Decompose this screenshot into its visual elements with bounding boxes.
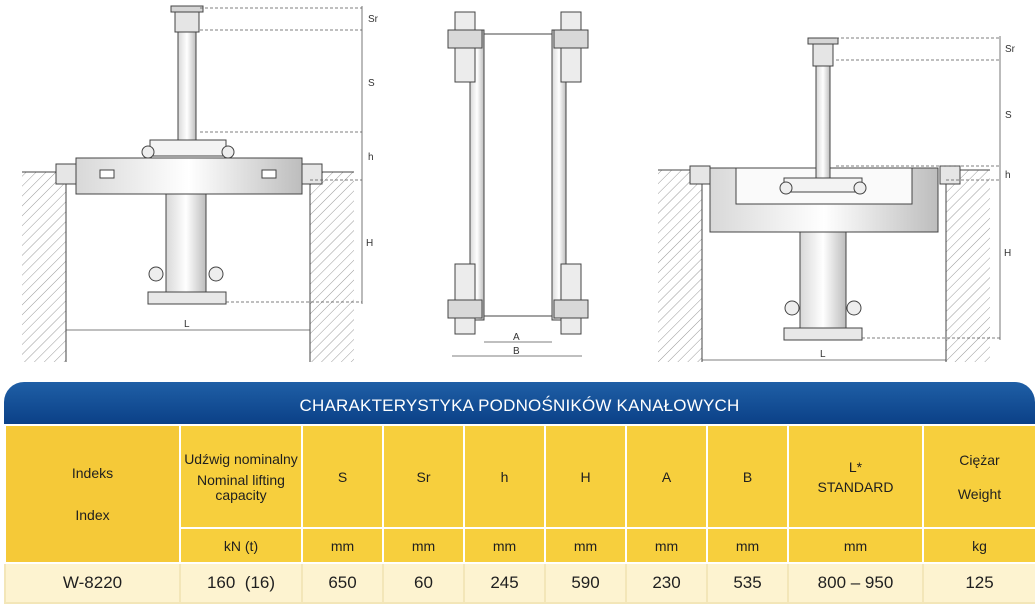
header-l-standard: STANDARD bbox=[817, 478, 894, 495]
cell-h-big: 590 bbox=[544, 562, 627, 604]
header-capacity-en: Nominal lifting capacity bbox=[197, 471, 285, 503]
unit-capacity: kN (t) bbox=[179, 527, 303, 564]
cell-index: W-8220 bbox=[4, 562, 181, 604]
header-capacity: Udźwig nominalny Nominal lifting capacit… bbox=[179, 424, 303, 529]
unit-b: mm bbox=[706, 527, 789, 564]
unit-l: mm bbox=[787, 527, 924, 564]
front-view-drawing bbox=[658, 36, 1001, 362]
dim-label-h-big-right: H bbox=[1004, 248, 1011, 259]
header-h-small: h bbox=[463, 424, 546, 529]
unit-weight: kg bbox=[922, 527, 1035, 564]
table-row: W-8220 160 (16) 650 60 245 590 230 535 8… bbox=[4, 562, 1035, 604]
specifications-table: Indeks Index Udźwig nominalny Nominal li… bbox=[4, 424, 1035, 604]
cell-sr: 60 bbox=[382, 562, 465, 604]
header-index-en: Index bbox=[75, 507, 110, 523]
header-l: L* STANDARD bbox=[787, 424, 924, 529]
cell-s: 650 bbox=[301, 562, 384, 604]
dim-label-s-left: S bbox=[368, 78, 375, 89]
dim-label-h-small-left: h bbox=[368, 152, 374, 163]
dim-label-sr-right: Sr bbox=[1005, 44, 1016, 55]
dim-label-b: B bbox=[513, 346, 520, 357]
cell-a: 230 bbox=[625, 562, 708, 604]
header-b: B bbox=[706, 424, 789, 529]
unit-a: mm bbox=[625, 527, 708, 564]
top-view-drawing bbox=[447, 11, 589, 357]
dim-label-h-big-left: H bbox=[366, 238, 373, 249]
dim-label-h-small-right: h bbox=[1005, 170, 1011, 181]
cell-h-small: 245 bbox=[463, 562, 546, 604]
dim-label-sr-left: Sr bbox=[368, 14, 379, 25]
header-h-big: H bbox=[544, 424, 627, 529]
header-s: S bbox=[301, 424, 384, 529]
technical-drawings: Sr S h H L A B bbox=[22, 5, 1016, 362]
header-a: A bbox=[625, 424, 708, 529]
table-title-banner: CHARAKTERYSTYKA PODNOŚNIKÓW KANAŁOWYCH bbox=[4, 382, 1035, 426]
unit-h-big: mm bbox=[544, 527, 627, 564]
dim-label-l-right: L bbox=[820, 349, 826, 360]
header-index: Indeks Index bbox=[4, 424, 181, 564]
unit-h-small: mm bbox=[463, 527, 546, 564]
dim-label-l-left: L bbox=[184, 319, 190, 330]
cell-weight: 125 bbox=[922, 562, 1035, 604]
dim-label-s-right: S bbox=[1005, 110, 1012, 121]
table-header-row: Indeks Index Udźwig nominalny Nominal li… bbox=[4, 424, 1035, 564]
unit-sr: mm bbox=[382, 527, 465, 564]
header-capacity-pl: Udźwig nominalny bbox=[184, 450, 298, 467]
cell-capacity: 160 (16) bbox=[179, 562, 303, 604]
unit-s: mm bbox=[301, 527, 384, 564]
header-l-symbol: L* bbox=[848, 458, 863, 475]
header-weight-en: Weight bbox=[957, 485, 1002, 502]
cell-b: 535 bbox=[706, 562, 789, 604]
header-sr: Sr bbox=[382, 424, 465, 529]
header-weight: Ciężar Weight bbox=[922, 424, 1035, 529]
cell-l: 800 – 950 bbox=[787, 562, 924, 604]
header-weight-pl: Ciężar bbox=[959, 451, 1000, 468]
table-units-row: kN (t) mm mm mm mm mm mm mm kg bbox=[5, 527, 1035, 564]
side-view-drawing bbox=[22, 5, 363, 362]
dim-label-a: A bbox=[513, 332, 520, 343]
header-index-pl: Indeks bbox=[71, 465, 114, 481]
